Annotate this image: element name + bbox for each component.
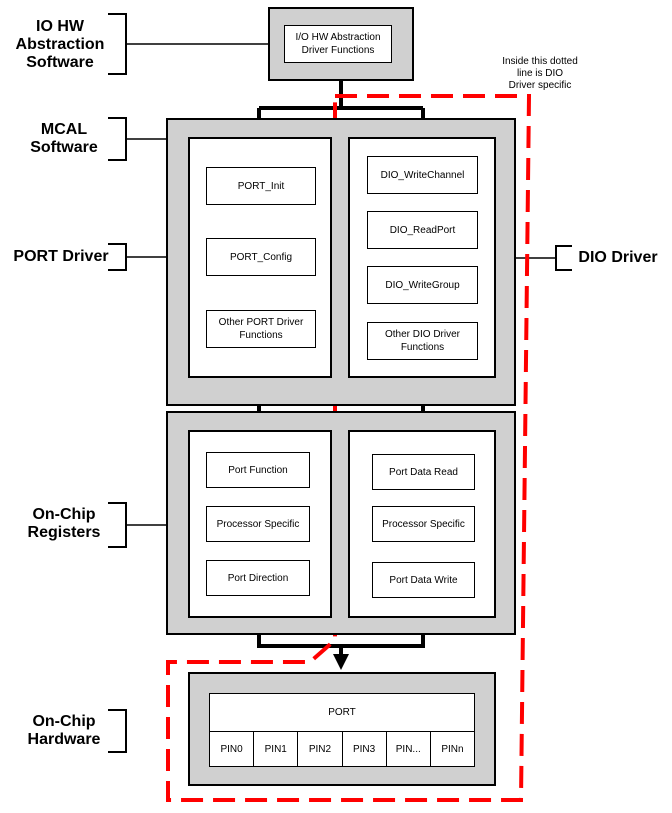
port-direction-register: Port Direction [206, 560, 310, 596]
onchip-hardware-bracket [108, 709, 127, 753]
port-processor-specific-register: Processor Specific [206, 506, 310, 542]
other-dio-driver-functions: Other DIO Driver Functions [367, 322, 478, 360]
io-hw-abstraction-label: IO HW Abstraction Software [15, 18, 105, 71]
pin-cell: PIN2 [298, 732, 343, 766]
port-function-register: Port Function [206, 452, 310, 488]
dio-readport-function: DIO_ReadPort [367, 211, 478, 249]
onchip-hardware-label: On-Chip Hardware [27, 713, 101, 748]
dio-specific-note: Inside this dotted line is DIO Driver sp… [502, 56, 578, 91]
pin-cell: PINn [441, 743, 464, 755]
pin-row: PIN0 PIN1 PIN2 PIN3 PIN... PINn [210, 732, 474, 766]
other-port-driver-functions: Other PORT Driver Functions [206, 310, 316, 348]
port-data-write-register: Port Data Write [372, 562, 475, 598]
dio-writechannel-function: DIO_WriteChannel [367, 156, 478, 194]
mcal-software-label: MCAL Software [30, 121, 98, 156]
dio-processor-specific-register: Processor Specific [372, 506, 475, 542]
pin-cell: PIN3 [343, 732, 387, 766]
io-hw-driver-functions: I/O HW Abstraction Driver Functions [284, 25, 392, 63]
dio-driver-label: DIO Driver [578, 249, 658, 266]
port-init-function: PORT_Init [206, 167, 316, 205]
port-data-read-register: Port Data Read [372, 454, 475, 490]
pin-cell: PIN1 [254, 732, 299, 766]
pin-cell: PIN... [387, 732, 431, 766]
dio-specific-dashed-region [166, 94, 532, 802]
onchip-registers-label: On-Chip Registers [27, 506, 101, 541]
port-label: PORT [210, 694, 474, 732]
port-table: PORT PIN0 PIN1 PIN2 PIN3 PIN... PINn [209, 693, 475, 767]
pin-cell: PIN0 [210, 732, 255, 766]
port-config-function: PORT_Config [206, 238, 316, 276]
dio-writegroup-function: DIO_WriteGroup [367, 266, 478, 304]
port-driver-label: PORT Driver [13, 248, 109, 265]
mcal-bracket [108, 117, 127, 161]
